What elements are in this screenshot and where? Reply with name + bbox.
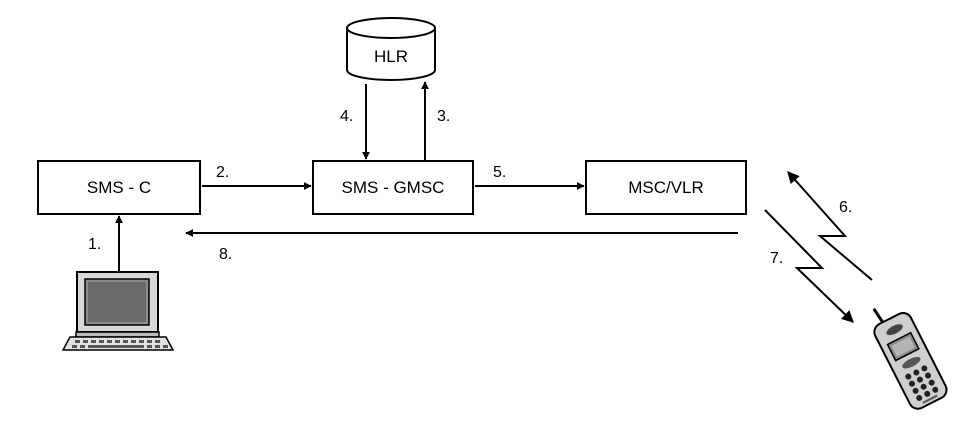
step-label-6: 6. [839, 199, 852, 216]
hlr-database: HLR [346, 17, 436, 81]
sms-gmsc-label: SMS - GMSC [342, 178, 445, 197]
step-label-4: 4. [340, 108, 353, 125]
sms-c-label: SMS - C [87, 178, 151, 197]
hlr-label: HLR [374, 47, 408, 66]
computer-icon [61, 271, 175, 351]
step-label-8: 8. [219, 246, 232, 263]
radio-arrow-6 [787, 171, 873, 281]
step-label-3: 3. [437, 108, 450, 125]
step-label-5: 5. [493, 164, 506, 181]
step-label-2: 2. [216, 164, 229, 181]
sms-c-box: SMS - C [37, 160, 201, 215]
step-label-7: 7. [770, 250, 783, 267]
mobile-phone-icon [872, 308, 948, 410]
sms-gmsc-box: SMS - GMSC [312, 160, 474, 215]
radio-arrow-7 [764, 209, 854, 323]
step-label-1: 1. [88, 236, 101, 253]
msc-vlr-box: MSC/VLR [585, 160, 747, 215]
msc-vlr-label: MSC/VLR [628, 178, 704, 197]
